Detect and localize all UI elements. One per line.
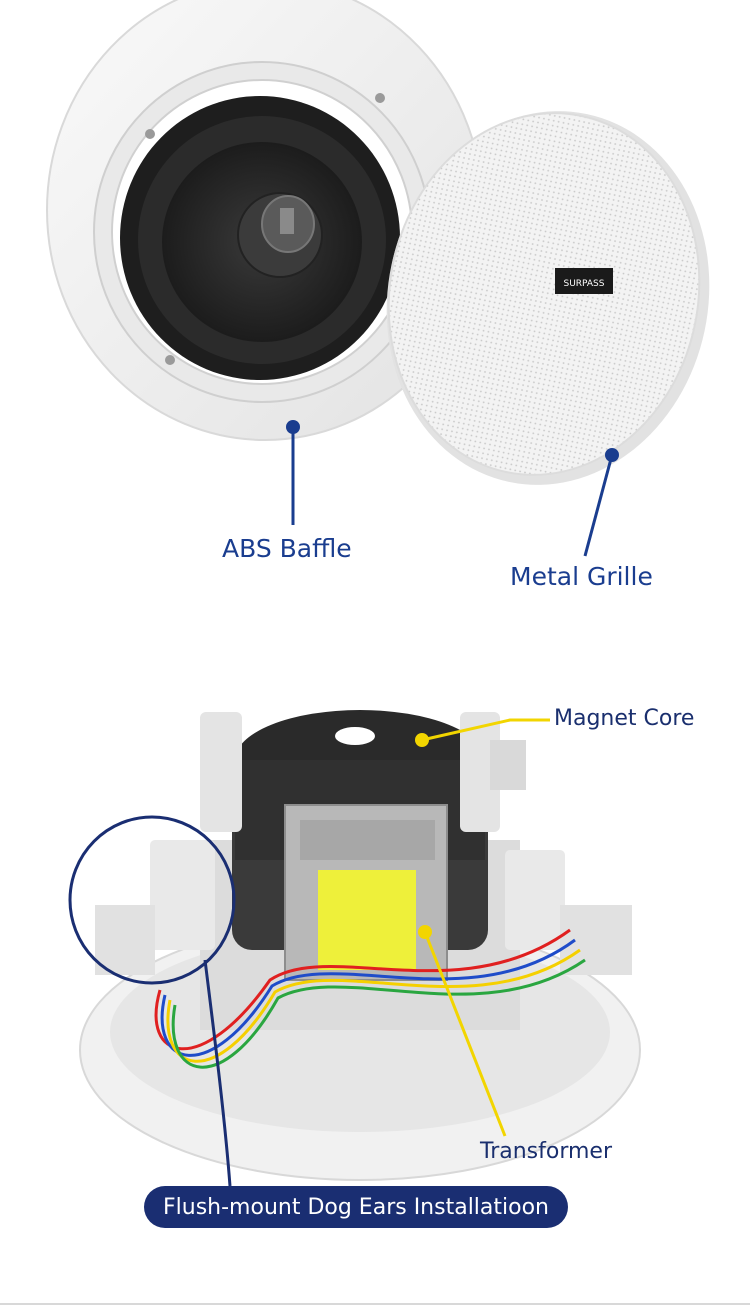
abs-baffle-label: ABS Baffle xyxy=(222,534,352,563)
dog-ears-installation-badge: Flush-mount Dog Ears Installatioon xyxy=(144,1186,568,1228)
dog-ear-post xyxy=(200,712,242,832)
dog-ear-clamp xyxy=(505,850,565,950)
transformer-coil xyxy=(318,870,416,970)
transformer-callout xyxy=(418,925,507,1137)
dog-ears-callout xyxy=(68,815,236,1187)
abs-baffle-callout xyxy=(286,420,300,525)
brand-logo-plate xyxy=(555,268,613,294)
metal-grille-label: Metal Grille xyxy=(510,562,653,591)
speaker-rear-view xyxy=(79,710,641,1181)
transformer-label: Transformer xyxy=(480,1139,613,1164)
screw-icon xyxy=(165,355,175,365)
metal-grille-callout xyxy=(583,448,619,557)
abs-baffle-speaker xyxy=(46,0,484,441)
screw-icon xyxy=(145,129,155,139)
grille-brand-logo: SURPASS xyxy=(564,279,605,289)
screw-icon xyxy=(375,93,385,103)
magnet-core-label: Magnet Core xyxy=(554,706,695,731)
bottom-divider xyxy=(0,1303,750,1305)
dog-ear-clamp xyxy=(150,840,215,950)
metal-grille: SURPASS xyxy=(386,111,710,485)
magnet-core-callout xyxy=(415,718,550,747)
